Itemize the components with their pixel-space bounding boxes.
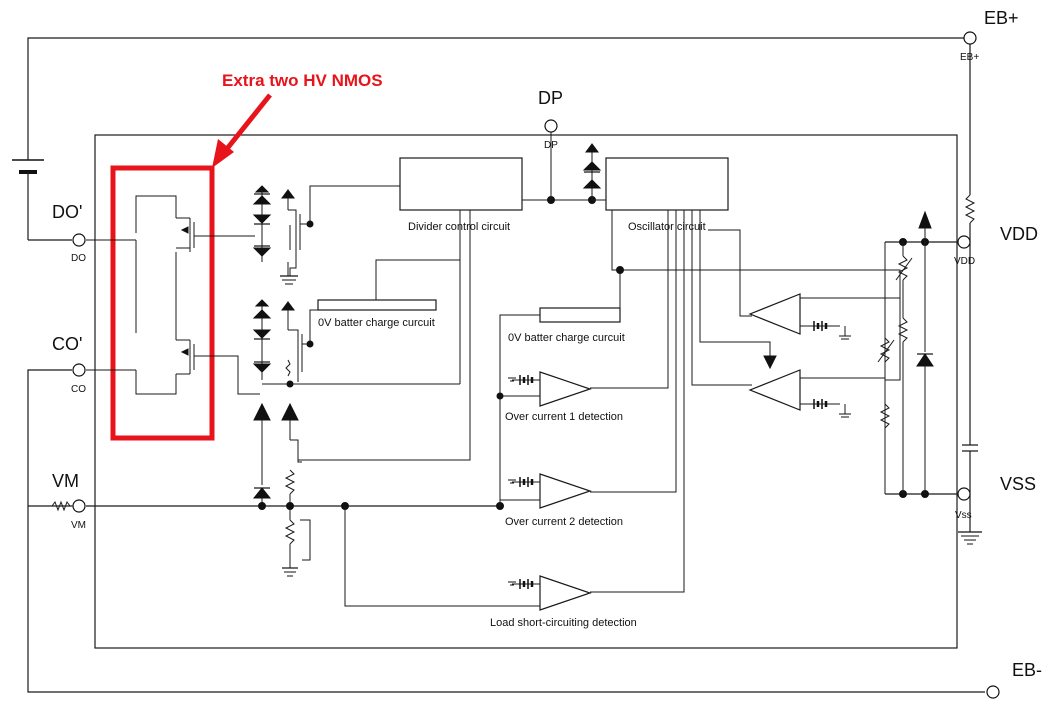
vm-terminal	[72, 499, 86, 513]
co-small-label: CO	[71, 384, 86, 395]
right-rail	[958, 38, 982, 545]
battery-icon	[12, 150, 44, 178]
vss-terminal	[957, 487, 971, 501]
vdd-terminal	[957, 235, 971, 249]
do-driver-stage	[252, 185, 400, 285]
over-current-2-label: Over current 2 detection	[505, 516, 623, 528]
eb-minus-label: EB-	[1012, 660, 1042, 680]
comparator-short	[508, 575, 592, 611]
ic-boundary	[94, 134, 958, 649]
co-terminal	[72, 363, 86, 377]
co-driver-stage	[252, 210, 461, 388]
zero-volt-charge-right-label: 0V batter charge curcuit	[508, 332, 625, 344]
co-label: CO'	[52, 334, 82, 354]
vm-small-label: VM	[71, 520, 86, 531]
vm-label: VM	[52, 471, 79, 491]
eb-plus-terminal	[963, 31, 977, 45]
divider-control-block	[399, 157, 523, 211]
vss-small-label: Vss	[955, 510, 972, 521]
annotation-arrow	[224, 93, 272, 152]
dp-label: DP	[538, 88, 563, 108]
zero-volt-charge-right-block	[539, 307, 621, 323]
eb-plus-label: EB+	[984, 8, 1019, 28]
hv-nmos-highlight-box	[110, 165, 215, 441]
zero-volt-charge-left-label: 0V batter charge curcuit	[318, 317, 435, 329]
vss-label: VSS	[1000, 474, 1036, 494]
vm-bus	[86, 502, 540, 607]
hv-nmos-transistors	[86, 195, 260, 395]
dp-diode	[582, 143, 602, 200]
resistor-ladder	[877, 210, 958, 498]
do-label: DO'	[52, 202, 82, 222]
do-terminal	[72, 233, 86, 247]
do-small-label: DO	[71, 253, 86, 264]
comparator-overdischarge	[748, 369, 885, 418]
comparator-overcharge	[748, 293, 900, 340]
vdd-small-label: VDD	[954, 256, 975, 267]
eb-minus-terminal	[986, 685, 1000, 699]
oscillator-outputs	[590, 210, 901, 593]
dp-terminal	[544, 119, 558, 133]
oscillator-label: Oscillator circuit	[628, 221, 706, 233]
annotation-text: Extra two HV NMOS	[222, 71, 383, 90]
over-current-1-label: Over current 1 detection	[505, 411, 623, 423]
load-short-label: Load short-circuiting detection	[490, 617, 637, 629]
comparator-oc2	[500, 473, 592, 509]
outer-loop	[27, 37, 985, 693]
vm-resistor	[51, 500, 73, 512]
zero-volt-charge-left-block	[317, 299, 437, 311]
vdd-label: VDD	[1000, 224, 1038, 244]
comparator-oc1	[496, 371, 592, 407]
annotation-arrowhead	[212, 139, 234, 168]
oscillator-block	[605, 157, 729, 211]
eb-plus-small-label: EB+	[960, 52, 979, 63]
divider-control-label: Divider control circuit	[408, 221, 510, 233]
vm-stage	[252, 210, 471, 577]
